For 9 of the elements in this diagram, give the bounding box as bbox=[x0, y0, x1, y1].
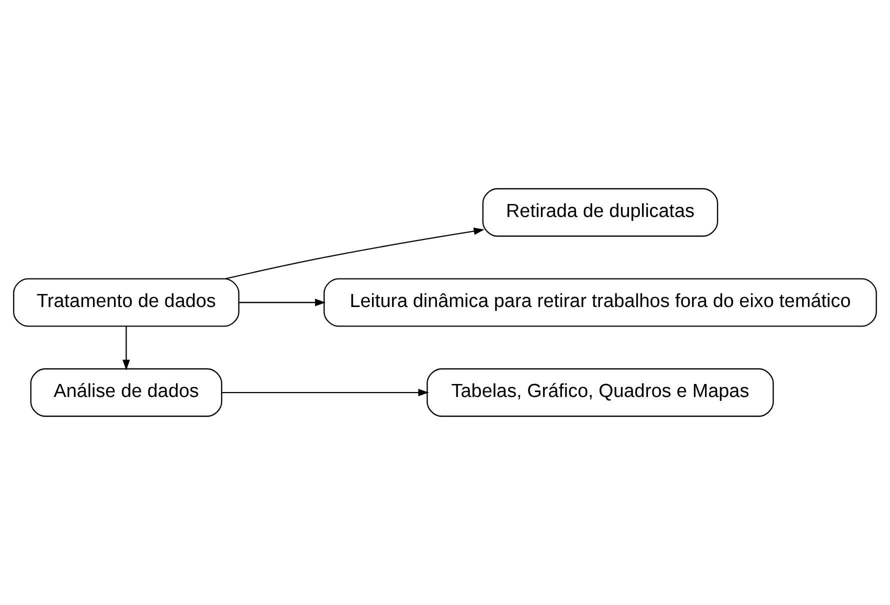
node-box: Tabelas, Gráfico, Quadros e Mapas bbox=[426, 368, 774, 417]
arrow bbox=[238, 298, 326, 306]
arrow bbox=[122, 326, 130, 370]
node-box: Tratamento de dados bbox=[13, 278, 240, 327]
node-box: Análise de dados bbox=[30, 368, 222, 417]
node-box: Leitura dinâmica para retirar trabalhos fora do eixo temático bbox=[324, 278, 877, 327]
arrow bbox=[222, 388, 429, 396]
node-box: Retirada de duplicatas bbox=[482, 188, 718, 237]
arrow bbox=[226, 228, 484, 280]
